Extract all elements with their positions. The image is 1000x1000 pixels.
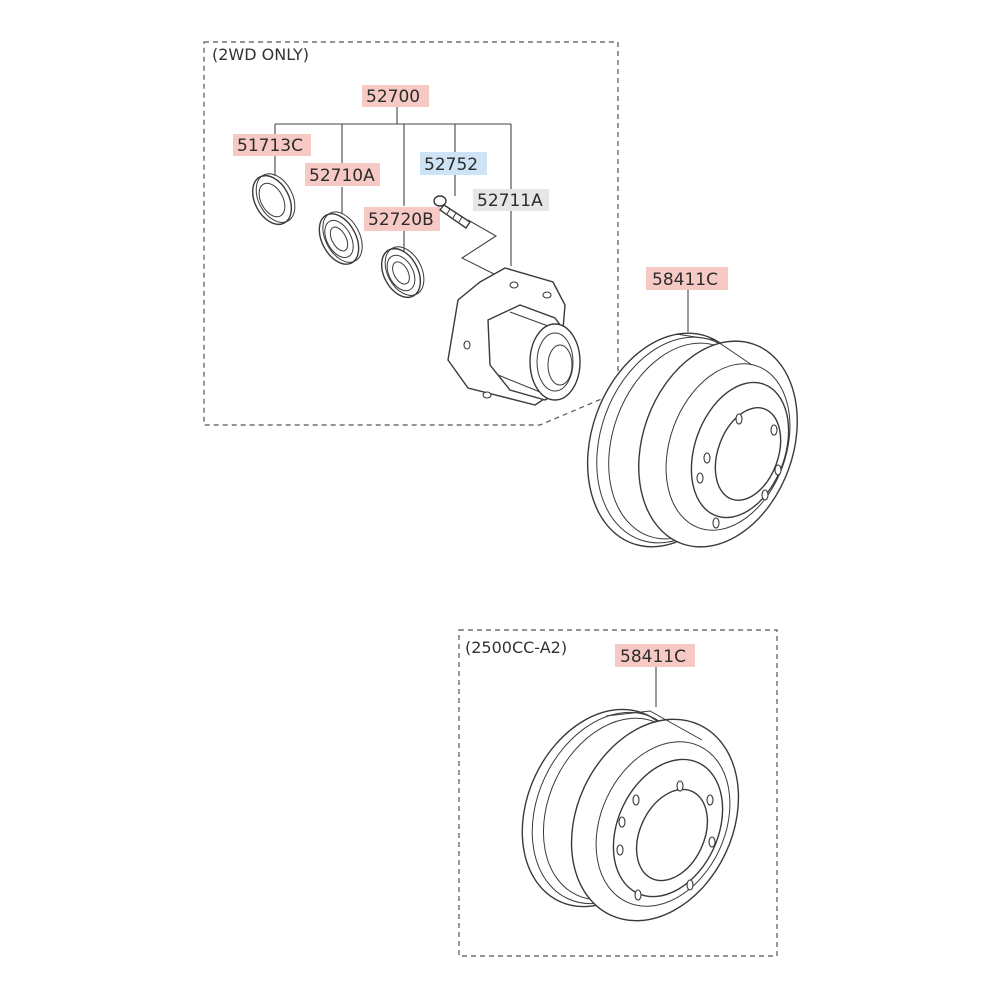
label-highlight — [305, 163, 380, 186]
label-highlight — [233, 134, 311, 156]
part-number-52700: 52700 — [366, 87, 420, 107]
brake-drum-bottom-drawing — [521, 708, 740, 922]
label-52752[interactable]: 52752 — [420, 152, 487, 175]
label-highlight — [362, 85, 429, 107]
group-2500cc-a2: (2500CC-A2) — [458, 629, 778, 957]
label-highlight — [615, 644, 695, 667]
label-highlight — [473, 189, 549, 211]
oil-seal-drawing — [251, 173, 296, 226]
label-52710A[interactable]: 52710A — [305, 163, 380, 186]
label-58411C-bottom[interactable]: 58411C — [615, 644, 695, 667]
part-number-52720B: 52720B — [368, 210, 434, 230]
outer-bearing-drawing — [380, 246, 425, 299]
inner-bearing-drawing — [318, 211, 363, 265]
wheel-stud-drawing — [433, 195, 471, 229]
label-highlight — [646, 267, 728, 290]
group-note-2500cc-a2: (2500CC-A2) — [465, 638, 567, 657]
label-highlight — [364, 207, 440, 231]
brake-drum-top-drawing — [586, 332, 798, 548]
wheel-hub-drawing — [447, 267, 581, 406]
part-number-52752: 52752 — [424, 155, 478, 175]
label-52720B[interactable]: 52720B — [364, 207, 440, 231]
label-highlight — [420, 152, 487, 175]
label-51713C[interactable]: 51713C — [233, 134, 311, 156]
group-note-2wd-only: (2WD ONLY) — [212, 45, 309, 64]
part-number-58411C-top: 58411C — [652, 270, 718, 290]
group-2wd-only: (2WD ONLY) — [203, 41, 619, 426]
part-number-58411C-bottom: 58411C — [620, 647, 686, 667]
label-52700[interactable]: 52700 — [362, 85, 429, 107]
leader-lines — [274, 107, 689, 707]
label-52711A[interactable]: 52711A — [473, 189, 549, 211]
part-number-52711A: 52711A — [477, 191, 543, 211]
part-number-52710A: 52710A — [309, 166, 375, 186]
part-number-51713C: 51713C — [237, 136, 303, 156]
label-58411C-top[interactable]: 58411C — [646, 267, 728, 290]
